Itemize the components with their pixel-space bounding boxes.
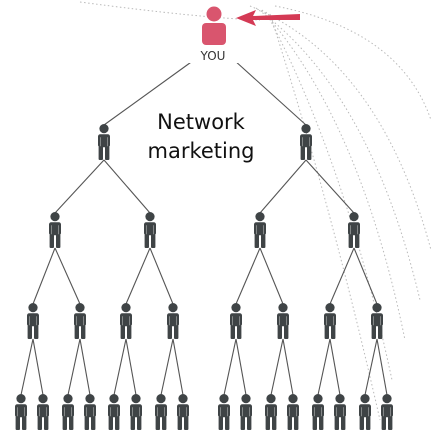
you-label: YOU (188, 49, 238, 63)
person-icon (27, 303, 39, 339)
person-icon (74, 303, 86, 339)
person-icon (324, 303, 336, 339)
dotted-trail-line (255, 7, 421, 301)
connector-line (282, 338, 294, 396)
people-nodes (15, 6, 393, 430)
dotted-trail-line (265, 11, 393, 381)
person-icon (167, 303, 179, 339)
person-icon (155, 394, 167, 430)
connector-line (113, 338, 127, 396)
arrow-head-icon (236, 10, 300, 26)
connector-line (317, 338, 331, 396)
person-icon (218, 394, 230, 430)
dotted-trail-line (274, 5, 431, 121)
title-line-1: Network (157, 110, 245, 134)
connector-line (172, 338, 184, 396)
person-icon (371, 303, 383, 339)
title-line-2: marketing (147, 139, 255, 163)
person-icon (254, 212, 266, 248)
person-icon (37, 394, 49, 430)
person-icon (230, 303, 242, 339)
person-icon (381, 394, 393, 430)
person-icon (62, 394, 74, 430)
connector-line (160, 338, 174, 396)
connector-line (329, 338, 341, 396)
person-icon (84, 394, 96, 430)
person-icon (177, 394, 189, 430)
connector-line (223, 338, 237, 396)
person-icon (240, 394, 252, 430)
dotted-trail-line (261, 9, 406, 341)
connector-line (67, 338, 81, 396)
connector-line (329, 247, 355, 305)
person-icon (98, 124, 110, 160)
connector-line (54, 159, 105, 214)
connector-line (103, 59, 195, 126)
person-icon (334, 394, 346, 430)
connector-line (32, 338, 44, 396)
connector-line (364, 338, 378, 396)
connector-line (305, 159, 355, 214)
connector-line (376, 338, 388, 396)
connector-line (20, 338, 34, 396)
dotted-trail-line (79, 1, 261, 21)
person-icon (277, 303, 289, 339)
person-icon (300, 124, 312, 160)
connector-line (353, 247, 378, 305)
connector-line (233, 59, 307, 126)
person-icon (130, 394, 142, 430)
connector-line (54, 247, 81, 305)
you-person-icon (202, 6, 226, 45)
connector-line (259, 159, 307, 214)
person-icon (49, 212, 61, 248)
connector-line (79, 338, 91, 396)
connector-line (259, 247, 284, 305)
person-icon (144, 212, 156, 248)
connector-line (235, 247, 261, 305)
diagram-title: Network marketing (136, 108, 266, 166)
person-icon (15, 394, 27, 430)
connector-line (103, 159, 151, 214)
person-icon (359, 394, 371, 430)
tree-connector-lines (20, 59, 388, 396)
person-icon (265, 394, 277, 430)
person-icon (348, 212, 360, 248)
person-icon (120, 303, 132, 339)
dotted-trail-line (269, 13, 381, 421)
connector-line (32, 247, 56, 305)
dotted-trail-line (249, 5, 431, 251)
curved-trail-lines (79, 1, 431, 421)
connector-line (270, 338, 284, 396)
connector-line (235, 338, 247, 396)
connector-line (149, 247, 174, 305)
connector-line (125, 247, 151, 305)
person-icon (287, 394, 299, 430)
connector-line (125, 338, 137, 396)
person-icon (108, 394, 120, 430)
arrow-icon (236, 10, 300, 26)
person-icon (312, 394, 324, 430)
